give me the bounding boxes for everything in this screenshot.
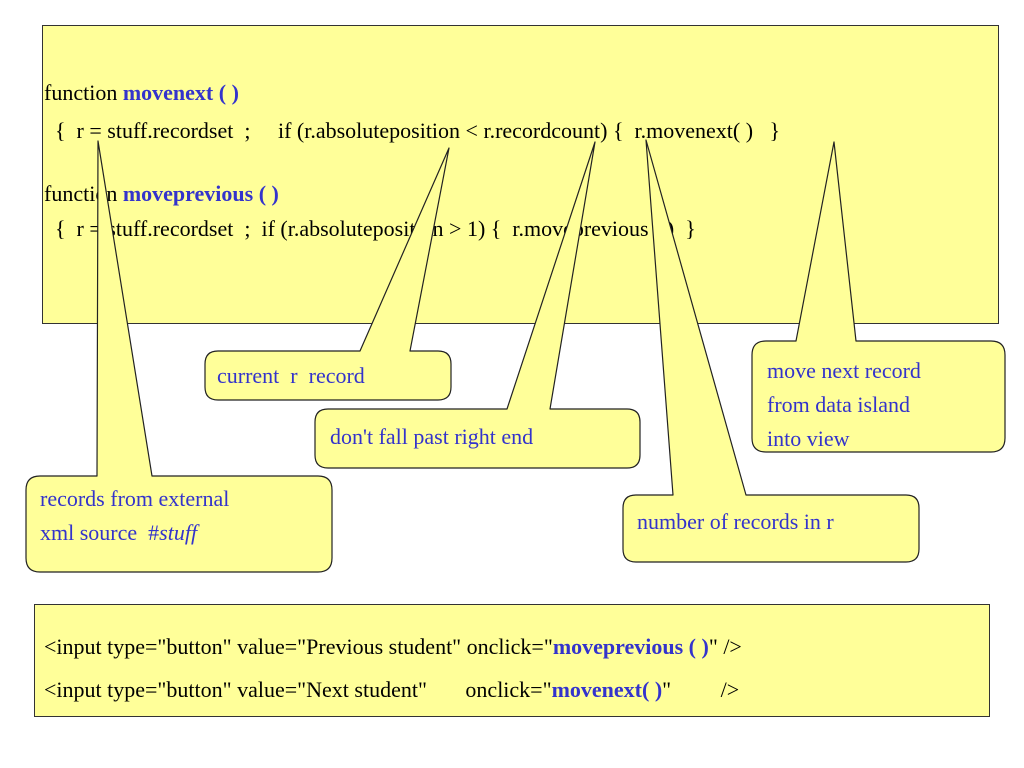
snippet-line-next: <input type="button" value="Next student… xyxy=(44,677,739,703)
callout-record-count xyxy=(622,139,920,563)
callout-right-end xyxy=(314,141,641,469)
callout-text-records-source: records from external xml source #stuff xyxy=(40,482,229,550)
callout-move-next xyxy=(751,141,1006,453)
callout-text-move-next: move next record from data island into v… xyxy=(767,358,921,451)
html-snippet-box xyxy=(34,604,990,717)
snippet-previous-suffix: " /> xyxy=(708,634,742,659)
snippet-line-previous: <input type="button" value="Previous stu… xyxy=(44,634,742,660)
snippet-previous-fn: moveprevious ( ) xyxy=(552,634,709,659)
callout-text-right-end: don't fall past right end xyxy=(330,424,534,449)
callout-text-record-count: number of records in r xyxy=(637,509,834,534)
records-source-label: records from external xml source # xyxy=(40,486,230,545)
records-source-stuff: stuff xyxy=(159,520,198,545)
snippet-next-fn: movenext( ) xyxy=(551,677,663,702)
moveprevious-name: moveprevious ( ) xyxy=(122,181,279,206)
callout-records-source xyxy=(25,140,333,573)
movenext-name: movenext ( ) xyxy=(122,80,239,105)
callout-text-current-record: current r record xyxy=(217,363,365,388)
snippet-next-prefix: <input type="button" value="Next student… xyxy=(44,677,552,702)
callout-current-record xyxy=(204,147,452,401)
snippet-previous-prefix: <input type="button" value="Previous stu… xyxy=(44,634,553,659)
code-line-movenext-body: { r = stuff.recordset ; if (r.absolutepo… xyxy=(44,118,781,143)
code-line-movenext-decl: function movenext ( ) xyxy=(44,80,239,106)
snippet-next-suffix: " /> xyxy=(662,677,740,702)
keyword-function: function xyxy=(44,80,123,105)
